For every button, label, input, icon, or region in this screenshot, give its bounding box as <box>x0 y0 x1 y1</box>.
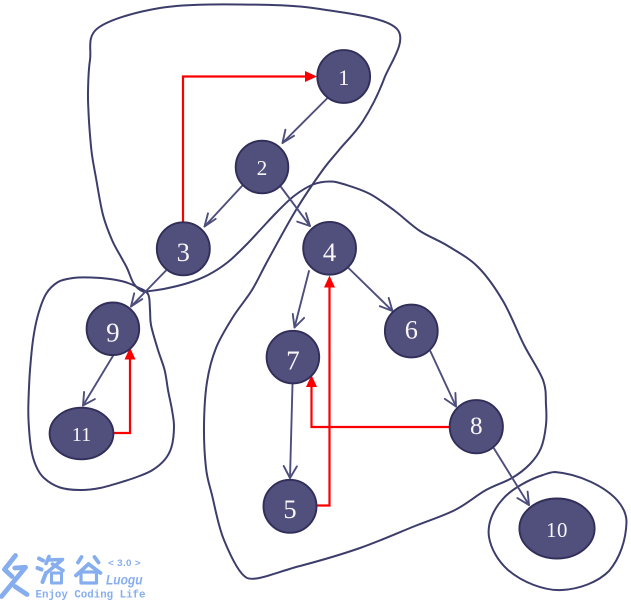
svg-text:4: 4 <box>323 237 336 267</box>
svg-text:2: 2 <box>257 156 268 180</box>
svg-text:5: 5 <box>283 494 296 524</box>
svg-text:10: 10 <box>546 519 568 542</box>
svg-text:Luogu: Luogu <box>106 573 143 588</box>
svg-text:8: 8 <box>470 413 483 440</box>
svg-text:7: 7 <box>286 345 300 375</box>
svg-text:11: 11 <box>72 424 91 446</box>
svg-text:3: 3 <box>177 237 190 267</box>
svg-text:Enjoy Coding Life: Enjoy Coding Life <box>36 590 146 600</box>
svg-text:1: 1 <box>338 65 349 90</box>
svg-text:9: 9 <box>106 317 120 347</box>
svg-text:< 3.0 >: < 3.0 > <box>108 558 141 568</box>
svg-text:6: 6 <box>405 316 418 345</box>
